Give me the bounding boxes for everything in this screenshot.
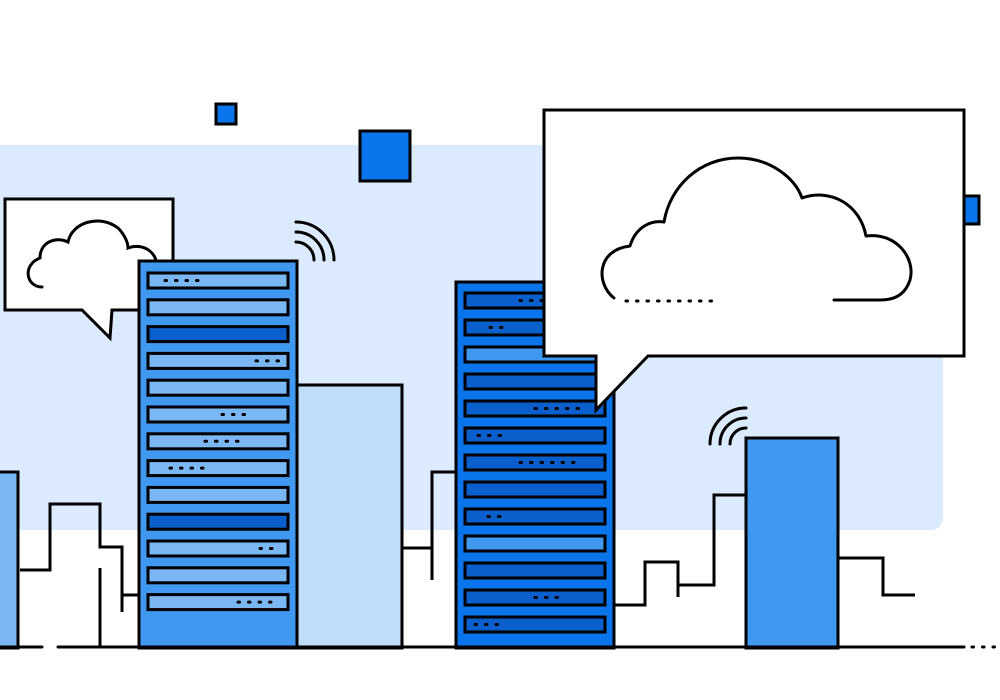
- server-slot: [146, 271, 290, 290]
- server-slot: [463, 372, 607, 391]
- server-slot: [146, 512, 290, 531]
- cloud-icon-small: [26, 219, 159, 289]
- cloud-speech-bubble-small: [3, 197, 175, 342]
- skyline-outline: [20, 470, 915, 647]
- decorative-square-small: [214, 102, 238, 126]
- server-slot: [463, 426, 607, 445]
- server-slot: [463, 453, 607, 472]
- server-slot: [463, 534, 607, 553]
- server-slot: [463, 561, 607, 580]
- server-slot: [146, 593, 290, 612]
- server-slot: [146, 485, 290, 504]
- server-slot: [463, 615, 607, 634]
- server-slot: [146, 298, 290, 317]
- cloud-icon-large: [600, 156, 913, 302]
- decorative-square-large: [358, 129, 412, 183]
- server-slot: [146, 325, 290, 344]
- building-pale: [295, 383, 404, 650]
- building-right: [744, 436, 840, 650]
- server-slot: [146, 566, 290, 585]
- server-slot: [146, 351, 290, 370]
- cloud-speech-bubble-large: [542, 108, 966, 414]
- server-slot: [463, 507, 607, 526]
- server-slot: [146, 539, 290, 558]
- server-tower-left: [137, 259, 299, 650]
- server-slot: [146, 459, 290, 478]
- wifi-signal-icon: [294, 220, 336, 262]
- server-slot: [463, 480, 607, 499]
- wifi-signal-icon: [708, 406, 748, 446]
- server-slot: [146, 378, 290, 397]
- building-far-left: [0, 470, 20, 650]
- server-slot: [146, 405, 290, 424]
